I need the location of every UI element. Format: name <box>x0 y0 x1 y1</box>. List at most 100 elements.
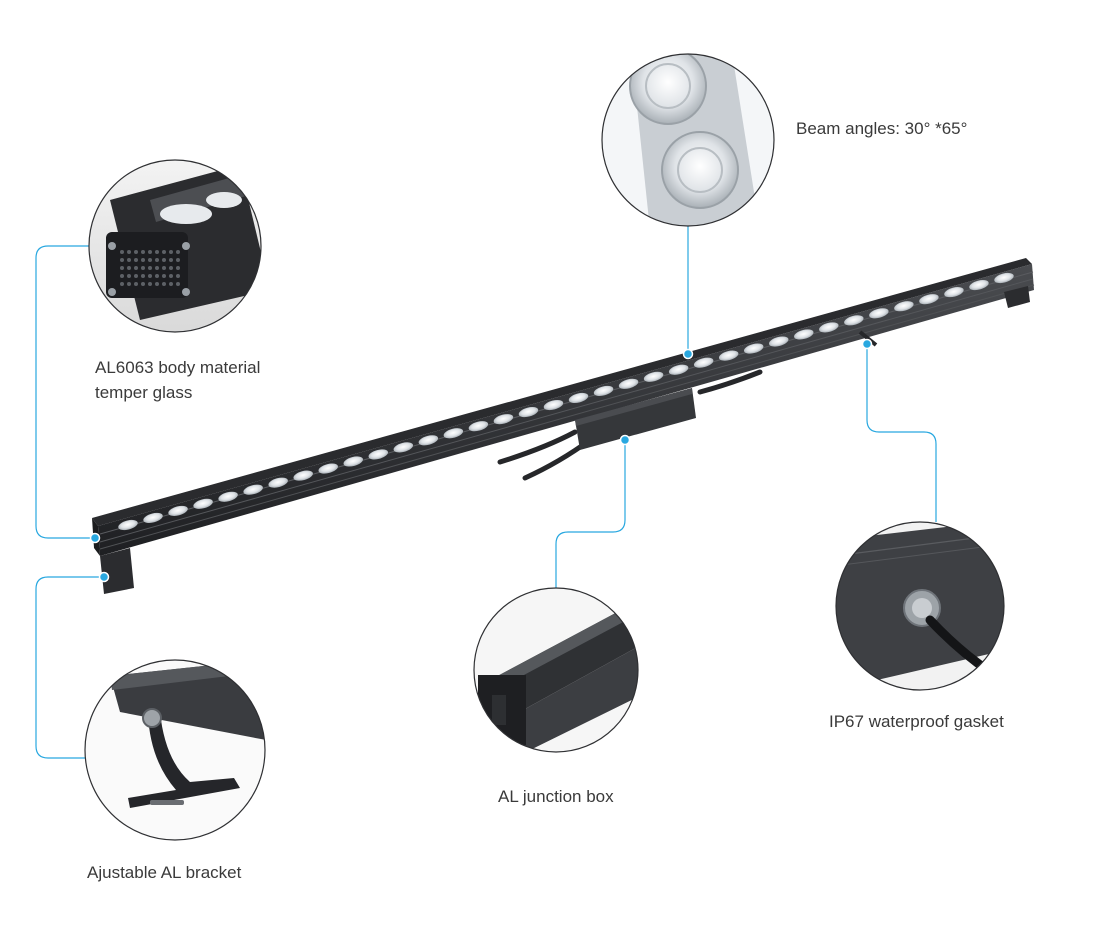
connector-pin <box>141 250 145 254</box>
led-lens <box>568 392 589 404</box>
connector-pin <box>176 250 180 254</box>
bar-front-face <box>98 264 1034 556</box>
connector-pin <box>162 250 166 254</box>
led-lens <box>193 498 213 509</box>
led-lens <box>743 343 764 354</box>
led-lens <box>468 421 489 432</box>
connector-pin <box>162 258 166 262</box>
led-lens <box>493 414 514 425</box>
connector-pin <box>148 274 152 278</box>
temper-glass-label: temper glass <box>95 383 193 402</box>
connector-pin <box>127 258 131 262</box>
beam-lens-closeup <box>601 53 775 227</box>
leader-bracket <box>35 576 104 759</box>
led-lens <box>418 435 439 446</box>
body-material-label: AL6063 body material <box>95 358 261 377</box>
connector-pin <box>155 282 159 286</box>
led-lens <box>143 512 163 524</box>
dot-body <box>89 532 101 544</box>
connector-pin <box>148 258 152 262</box>
led-lens <box>393 442 414 453</box>
junction-box-closeup <box>473 587 639 753</box>
connector-pin <box>127 250 131 254</box>
connector-pin <box>127 266 131 270</box>
led-lens <box>618 378 639 389</box>
connector-pin <box>162 282 166 286</box>
connector-pin <box>141 266 145 270</box>
connector-pin <box>134 266 138 270</box>
led-lens <box>844 315 864 326</box>
connector-pin <box>169 266 173 270</box>
led-lens <box>944 287 964 298</box>
led-lens <box>668 364 689 375</box>
led-lens <box>593 385 614 396</box>
led-lens <box>643 371 664 382</box>
connector-pin <box>141 282 145 286</box>
connector-pin <box>169 250 173 254</box>
led-lens <box>518 407 539 418</box>
led-lens <box>243 484 263 495</box>
connector-pin <box>169 274 173 278</box>
bracket-closeup <box>84 659 266 841</box>
led-lens <box>368 449 389 460</box>
connector-pin <box>127 274 131 278</box>
connector-pin <box>141 274 145 278</box>
connector-pin <box>162 274 166 278</box>
connector-pin <box>134 258 138 262</box>
gasket-closeup <box>835 521 1005 691</box>
led-lens <box>919 294 939 305</box>
connector-pin <box>169 258 173 262</box>
connector-pin <box>176 266 180 270</box>
connector-pin <box>148 266 152 270</box>
connector-pin <box>176 282 180 286</box>
led-lens <box>894 301 914 312</box>
connector-pin <box>162 266 166 270</box>
led-lens <box>819 322 839 333</box>
led-lens <box>218 491 238 502</box>
led-lens <box>769 336 789 347</box>
junction-box-label: AL junction box <box>498 787 614 806</box>
led-lens <box>268 477 288 488</box>
led-lens <box>343 456 363 467</box>
connector-pin <box>176 274 180 278</box>
left-foot <box>100 548 134 594</box>
connector-pin <box>120 250 124 254</box>
connector-pin <box>148 250 152 254</box>
connector-pin <box>155 258 159 262</box>
led-lens <box>693 357 714 368</box>
led-lens <box>994 272 1014 284</box>
connector-pin <box>120 274 124 278</box>
connector-pin <box>148 282 152 286</box>
connector-pin <box>120 258 124 262</box>
led-lens <box>293 470 313 481</box>
connector-pin <box>169 282 173 286</box>
led-wall-washer-bar <box>92 258 1035 594</box>
bar-top-face <box>92 258 1032 526</box>
dot-gasket <box>861 338 873 350</box>
anchor-dots <box>89 338 873 583</box>
led-lens <box>969 279 989 291</box>
led-lens <box>869 308 889 319</box>
leader-junction <box>555 440 626 588</box>
connector-pin <box>134 274 138 278</box>
led-lens <box>794 329 814 340</box>
led-lens <box>168 505 188 516</box>
dot-beam <box>682 348 694 360</box>
beam-angles-label: Beam angles: 30° *65° <box>796 119 968 138</box>
bracket-label: Ajustable AL bracket <box>87 863 242 882</box>
dot-junction <box>619 434 631 446</box>
connector-pin <box>141 258 145 262</box>
led-lens <box>118 519 138 531</box>
leader-body <box>35 245 95 539</box>
connector-pin <box>120 282 124 286</box>
connector-pin <box>127 282 131 286</box>
connector-pin <box>155 266 159 270</box>
led-lens <box>318 463 338 474</box>
connector-pin <box>134 250 138 254</box>
leader-lines <box>35 226 937 759</box>
connector-pin <box>155 274 159 278</box>
leader-gasket <box>866 344 937 522</box>
connector-pin <box>155 250 159 254</box>
junction-box <box>575 388 696 450</box>
body-material-closeup <box>88 159 262 333</box>
